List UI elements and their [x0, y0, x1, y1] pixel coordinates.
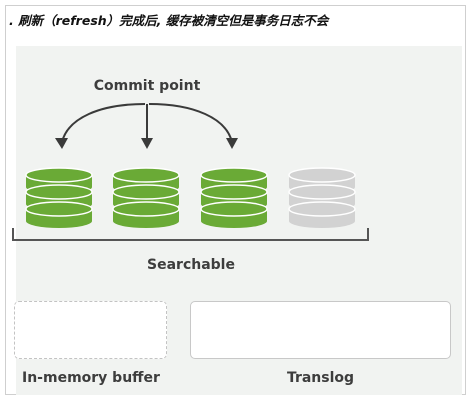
- segment-2-committed: [112, 167, 180, 228]
- segment-disc-top: [25, 201, 93, 217]
- segment-disc-top: [200, 167, 268, 183]
- segments: [25, 167, 356, 228]
- segment-disc-top: [288, 167, 356, 183]
- arrowhead-2: [141, 138, 153, 149]
- segment-disc-top: [288, 184, 356, 200]
- segment-1-committed: [25, 167, 93, 228]
- arrowhead-3: [226, 138, 238, 149]
- segment-disc-top: [288, 201, 356, 217]
- segment-disc-top: [200, 184, 268, 200]
- segment-disc-top: [25, 167, 93, 183]
- searchable-label: Searchable: [147, 257, 235, 273]
- arrow-to-segment-3: [148, 103, 233, 143]
- figure-caption: . 刷新（refresh）完成后, 缓存被清空但是事务日志不会: [9, 13, 329, 28]
- commit-point-label: Commit point: [93, 78, 201, 94]
- segment-4-uncommitted: [288, 167, 356, 228]
- arrowhead-1: [55, 138, 68, 149]
- segment-3-committed: [200, 167, 268, 228]
- arrow-to-segment-1: [61, 103, 146, 143]
- translog-box: [190, 301, 451, 359]
- segment-disc-top: [112, 167, 180, 183]
- segment-disc-top: [25, 184, 93, 200]
- segment-disc-top: [112, 201, 180, 217]
- segment-disc-top: [200, 201, 268, 217]
- translog-label: Translog: [286, 370, 355, 386]
- in-memory-buffer-box: [14, 301, 167, 359]
- commit-arrows: [61, 103, 233, 143]
- segment-disc-top: [112, 184, 180, 200]
- arrowheads: [55, 138, 238, 149]
- in-memory-buffer-label: In-memory buffer: [22, 370, 160, 386]
- searchable-bracket: [12, 228, 369, 241]
